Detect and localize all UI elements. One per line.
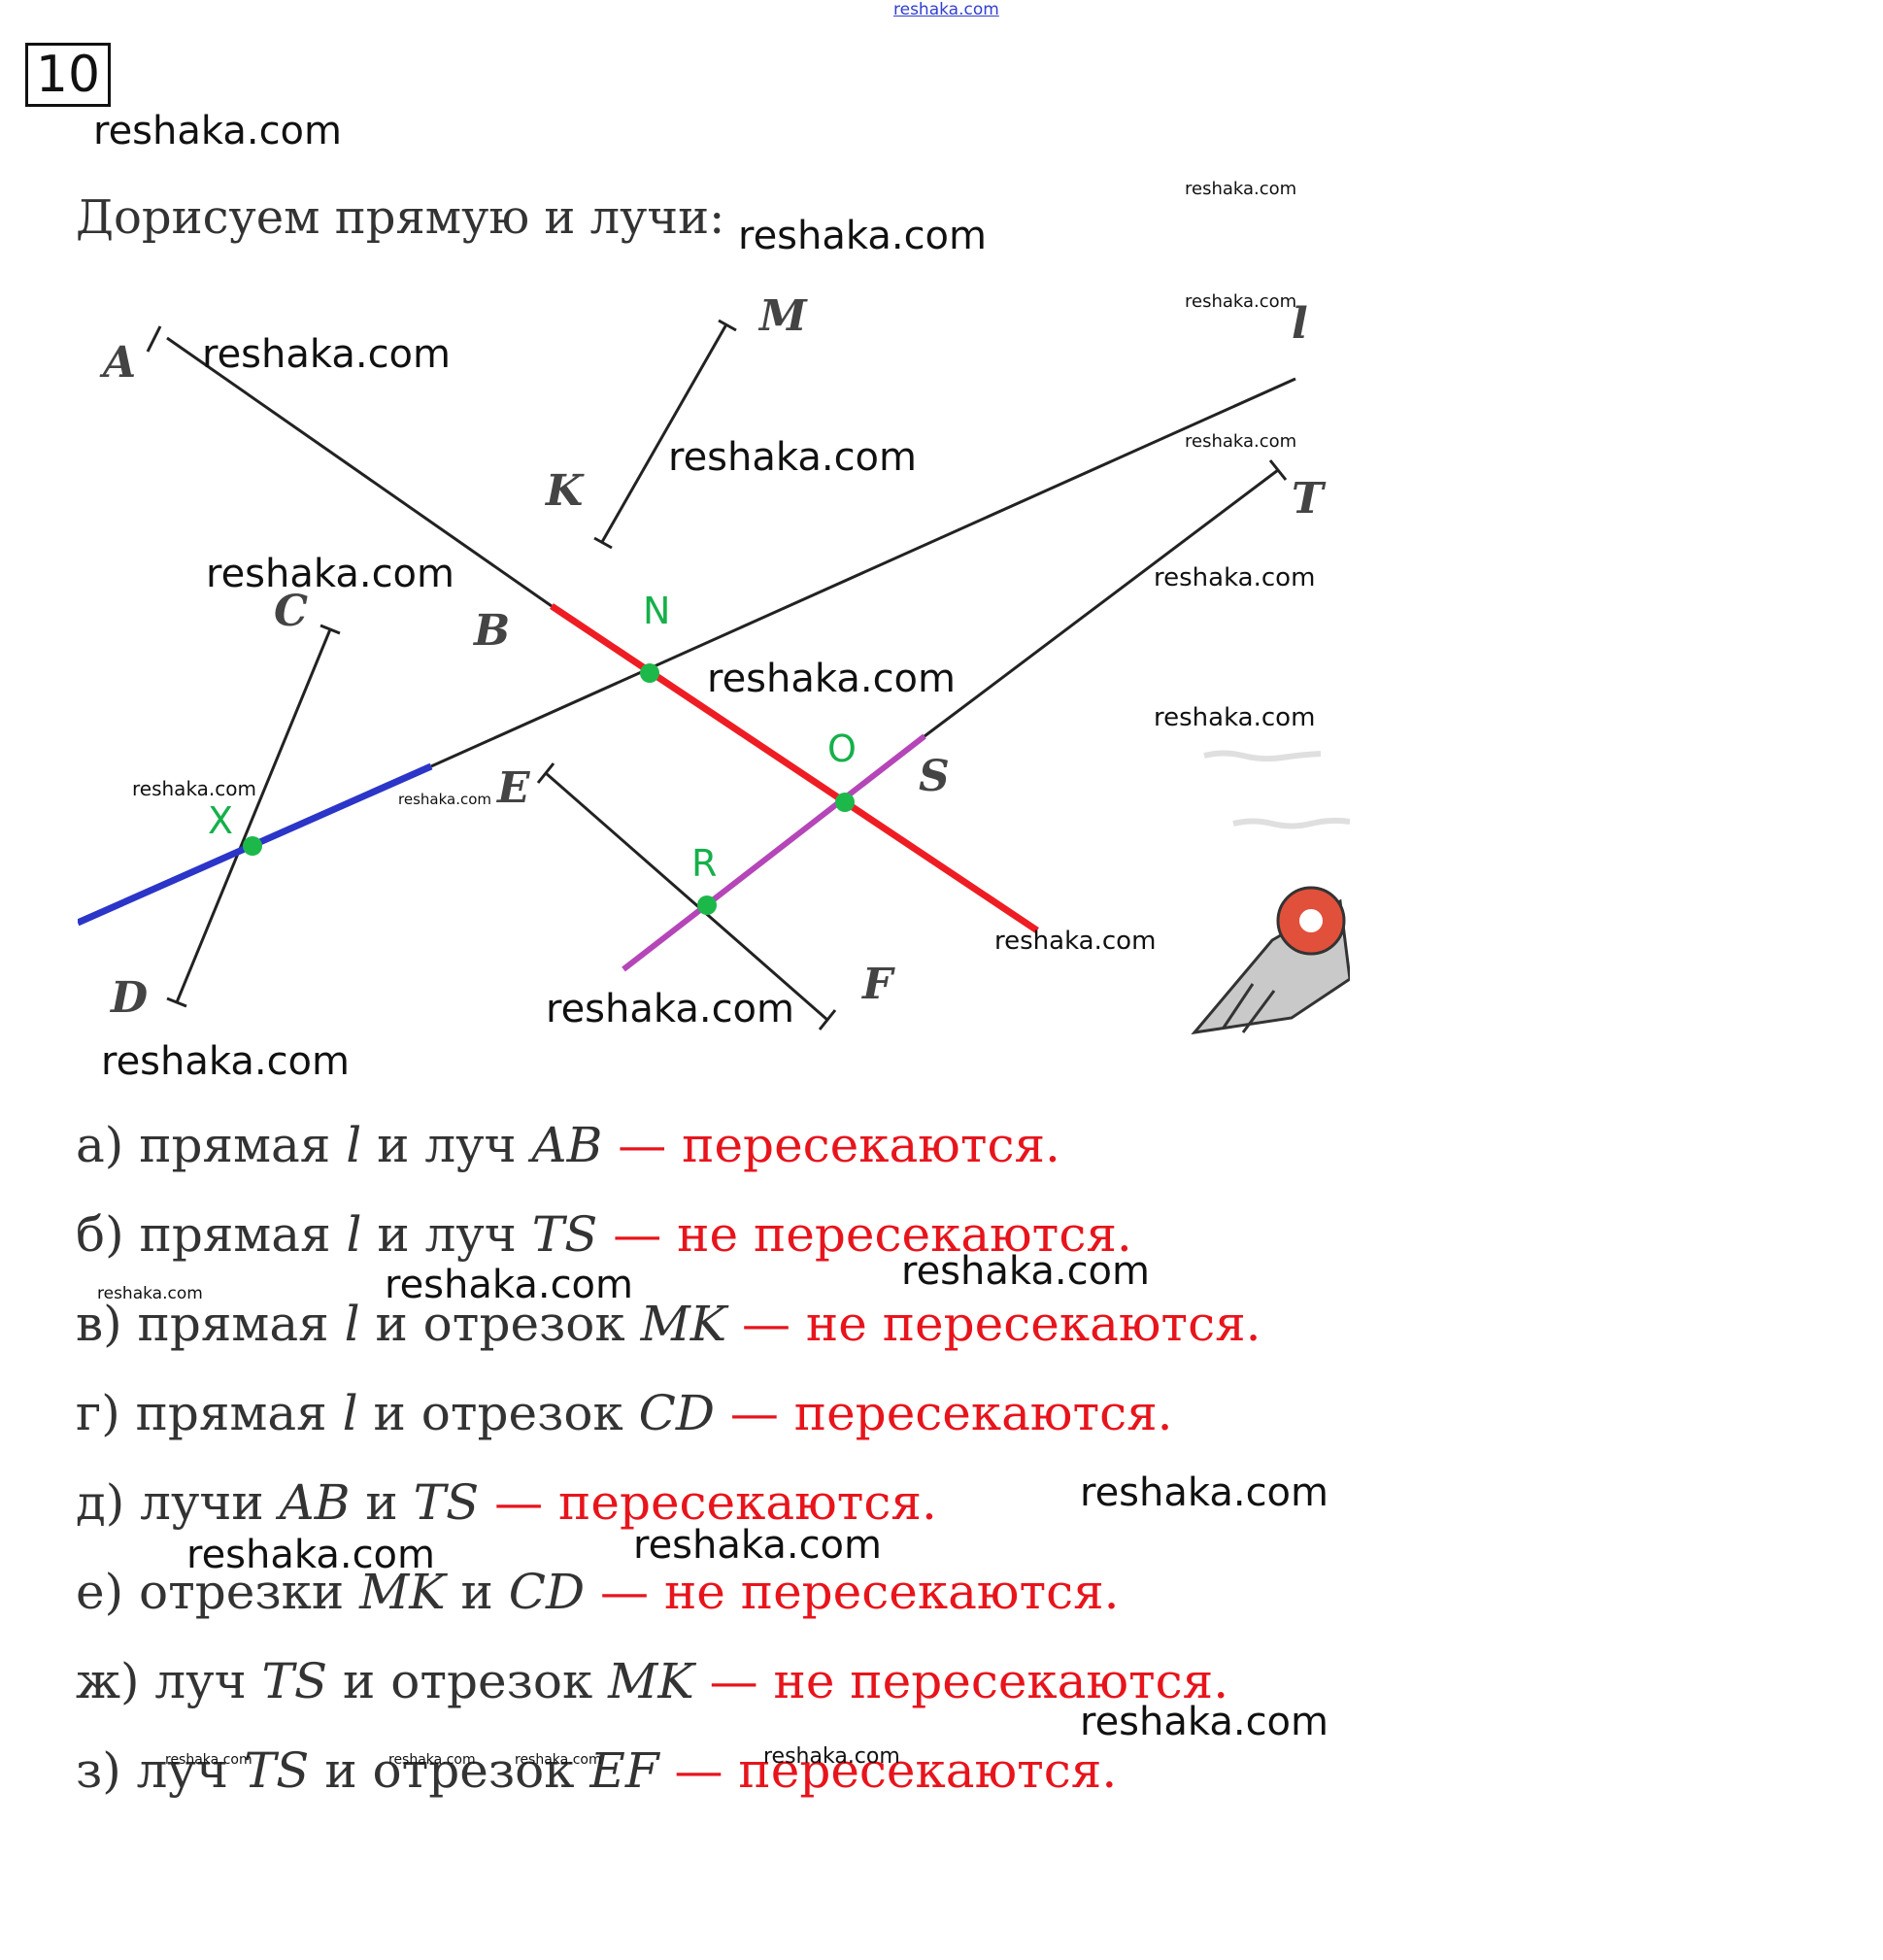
segment-mk — [600, 323, 728, 543]
point-r — [697, 896, 717, 915]
watermark: reshaka.com — [707, 657, 956, 701]
watermark: reshaka.com — [738, 214, 987, 258]
black-lines — [146, 319, 1296, 1031]
answer-z: з) луч TS и отрезок EF — пересекаются. — [76, 1742, 1118, 1799]
watermark: reshaka.com — [515, 1752, 602, 1768]
point-x — [243, 836, 262, 856]
watermark: reshaka.com — [202, 332, 451, 377]
watermark: reshaka.com — [1185, 291, 1297, 312]
answer-g: г) прямая l и отрезок CD — пересекаются. — [76, 1385, 1173, 1441]
label-point-r: R — [691, 842, 717, 885]
watermark: reshaka.com — [165, 1752, 252, 1768]
label-b: B — [472, 606, 510, 656]
watermark: reshaka.com — [385, 1263, 633, 1307]
segment-cd — [175, 628, 332, 1003]
watermark: reshaka.com — [633, 1523, 882, 1568]
label-f: F — [860, 960, 895, 1009]
watermark: reshaka.com — [994, 927, 1157, 956]
ray-ts-extension — [622, 733, 926, 972]
watermark: reshaka.com — [101, 1039, 350, 1084]
watermark: reshaka.com — [668, 435, 917, 480]
geometry-figure: A M K l T C B E D F S N O X R — [78, 299, 1350, 1049]
answer-zh-result: не пересекаются. — [773, 1653, 1229, 1709]
answer-b-result: не пересекаются. — [677, 1206, 1132, 1263]
answer-b: б) прямая l и луч TS — не пересекаются. — [76, 1206, 1132, 1263]
ray-ab-black — [166, 336, 553, 608]
label-point-n: N — [643, 590, 670, 632]
answer-g-result: пересекаются. — [793, 1385, 1173, 1441]
label-point-o: O — [827, 727, 857, 770]
label-e: E — [495, 763, 531, 813]
intersection-points — [243, 663, 855, 915]
answer-v-result: не пересекаются. — [805, 1296, 1261, 1352]
answer-e-result: не пересекаются. — [663, 1564, 1120, 1620]
label-k: K — [544, 466, 585, 516]
ray-ts-black — [924, 468, 1279, 738]
watermark: reshaka.com — [1080, 1470, 1328, 1515]
watermark: reshaka.com — [1154, 703, 1316, 732]
label-l: l — [1292, 299, 1308, 349]
point-n — [640, 663, 659, 683]
label-c: C — [274, 587, 308, 636]
watermark: reshaka.com — [763, 1744, 900, 1769]
watermark: reshaka.com — [1154, 563, 1316, 592]
answer-d: д) лучи AB и TS — пересекаются. — [76, 1474, 937, 1531]
watermark: reshaka.com — [546, 987, 794, 1031]
watermark: reshaka.com — [186, 1533, 435, 1577]
answer-zh: ж) луч TS и отрезок MK — не пересекаются… — [76, 1653, 1229, 1709]
label-m: M — [757, 299, 808, 341]
site-header-link[interactable]: reshaka.com — [893, 0, 999, 19]
answer-e: е) отрезки MK и CD — не пересекаются. — [76, 1564, 1120, 1620]
intro-text: Дорисуем прямую и лучи: — [76, 190, 725, 245]
segment-ef — [545, 771, 828, 1022]
watermark: reshaka.com — [206, 552, 454, 596]
watermark: reshaka.com — [901, 1249, 1150, 1294]
rocket-illustration — [1191, 886, 1350, 1035]
label-d: D — [109, 973, 148, 1023]
answer-a-result: пересекаются. — [682, 1117, 1060, 1173]
answer-z-result: пересекаются. — [738, 1742, 1118, 1799]
answer-v: в) прямая l и отрезок MK — не пересекают… — [76, 1296, 1261, 1352]
point-o — [835, 793, 855, 812]
watermark: reshaka.com — [93, 109, 342, 153]
watermark: reshaka.com — [132, 777, 256, 800]
watermark: reshaka.com — [97, 1284, 203, 1303]
watermark: reshaka.com — [1080, 1700, 1328, 1744]
answer-a: а) прямая l и луч AB — пересекаются. — [76, 1117, 1060, 1173]
problem-number-box: 10 — [25, 43, 111, 107]
ray-ab-extension — [550, 603, 1039, 933]
watermark: reshaka.com — [1185, 431, 1297, 452]
faint-background-art — [1203, 750, 1350, 829]
label-point-x: X — [208, 799, 233, 842]
watermark: reshaka.com — [398, 791, 491, 808]
label-s: S — [919, 752, 950, 801]
label-a: A — [99, 338, 136, 388]
line-l-black — [430, 377, 1296, 768]
label-t: T — [1292, 474, 1327, 524]
watermark: reshaka.com — [1185, 179, 1297, 199]
watermark: reshaka.com — [388, 1752, 476, 1768]
answer-d-result: пересекаются. — [558, 1474, 937, 1531]
